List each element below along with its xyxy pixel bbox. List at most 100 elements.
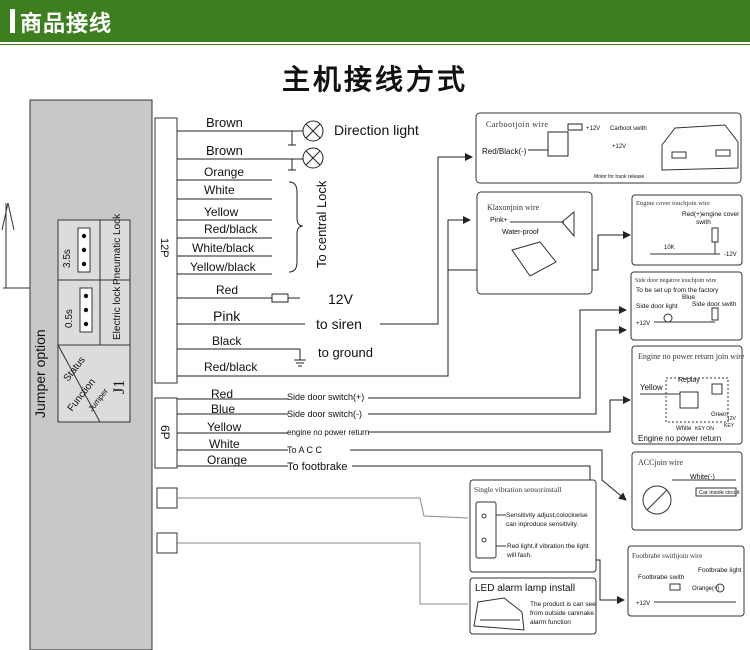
wire-6p-4: White: [209, 437, 240, 451]
jumper-option-label: Jumper option: [32, 329, 48, 418]
wire-6p-5: Orange: [207, 453, 247, 467]
vibration-sensor-box: Single vibration sensorinstall Sensitivi…: [469, 479, 597, 573]
acc-circuit: Car inside circuit: [699, 490, 740, 496]
wire-6p-1: Red: [211, 387, 233, 401]
target-6p-1: Side door switch(+): [287, 392, 364, 402]
carboot-motor: Motor for trunk release: [594, 174, 645, 180]
engine-no-power-key: KEY: [724, 423, 735, 429]
voltage-label: 12V: [328, 291, 354, 307]
fuse-icon: [271, 293, 289, 303]
footbrake-title: Footbrabe swithjoin wire: [632, 552, 702, 560]
engine-no-power-keyon: KEY ON: [695, 426, 714, 432]
engine-cover-resistor: 10K: [664, 245, 675, 251]
sensor-connector: [156, 487, 178, 509]
wire-12p-11: Black: [212, 334, 242, 348]
page-title: 主机接线方式: [281, 64, 468, 95]
engine-no-power-footer: Engine no power return: [638, 434, 721, 443]
vibration-note1a: Sensitivity adjust,colockwise: [506, 512, 588, 519]
side-door-line1: To be set up from the factory: [636, 287, 719, 294]
engine-no-power-white: White: [676, 426, 692, 432]
klaxon-water: Water-proof: [502, 229, 539, 236]
wire-12p-7: White/black: [192, 241, 255, 255]
engine-no-power-replay: Replay: [678, 377, 700, 384]
engine-cover-line2: swith: [696, 219, 711, 226]
ground-icon: [294, 349, 306, 367]
j1-label: J1: [111, 380, 128, 394]
led-note2: from outside canmake: [530, 610, 594, 617]
wire-12p-5: Yellow: [204, 205, 239, 219]
siren-icon: [510, 210, 575, 277]
side-door-right: Side door swith: [692, 301, 737, 308]
klaxon-pink: Pink+: [490, 217, 508, 224]
side-door-box: Side door negative touchjoin wire To be …: [630, 271, 743, 341]
footbrake-box: Footbrabe swithjoin wire Footbrabe swith…: [627, 545, 745, 617]
electric-time-label: 0.5s: [64, 309, 75, 328]
wire-6p-2: Blue: [211, 402, 235, 416]
wire-12p-3: Orange: [204, 165, 244, 179]
target-6p-2: Side door switch(-): [287, 409, 362, 419]
target-6p-3: engine no power return: [287, 428, 369, 437]
vibration-title: Single vibration sensorinstall: [474, 485, 562, 494]
vibration-note1b: can inproduce sensitivity.: [506, 521, 578, 528]
banner-title: 商品接线: [20, 11, 113, 36]
acc-box: ACCjoin wire White(-) Car inside circuit: [631, 451, 743, 531]
engine-cover-title: Engine cover touchjoin wire: [636, 200, 710, 207]
klaxon-box: Klaxonjoin wire Pink+ Water-proof: [476, 191, 593, 295]
led-title: LED alarm lamp install: [475, 583, 575, 594]
engine-cover-v: -12V: [724, 252, 737, 258]
led-lamp-box: LED alarm lamp install The product is ca…: [469, 577, 597, 635]
to-siren-label: to siren: [316, 316, 362, 332]
central-lock-brace: [288, 181, 304, 273]
vibration-note2b: will fash.: [506, 552, 532, 559]
side-door-v: +12V: [636, 321, 650, 327]
footbrake-right: Footbrabe light: [698, 567, 742, 574]
wire-12p-1: Brown: [206, 115, 243, 130]
carboot-box: Carbootjoin wire Red/Black(-) +12V Carbo…: [475, 112, 742, 184]
acc-white: White(-): [690, 474, 715, 481]
connector-6p-label: 6P: [158, 425, 172, 440]
carboot-v1: +12V: [586, 126, 600, 132]
to-central-lock-label: To central Lock: [314, 180, 329, 268]
klaxon-title: Klaxonjoin wire: [487, 203, 540, 212]
led-note3: alarm function: [530, 619, 571, 626]
connector-12p-label: 12P: [158, 238, 170, 258]
side-door-title: Side door negative touchjoin wire: [635, 278, 717, 284]
led-connector: [156, 532, 178, 554]
engine-no-power-v: 12V: [727, 416, 737, 422]
car-rear-icon: [661, 124, 739, 171]
header-banner: 商品接线: [0, 0, 750, 42]
direction-light-label: Direction light: [334, 122, 419, 138]
side-door-left: Side door light: [636, 303, 678, 310]
target-6p-4: To A C C: [287, 445, 323, 455]
led-note1: The product is can see: [530, 601, 596, 608]
side-door-blue: Blue: [682, 294, 695, 301]
footbrake-left: Footbrabe swith: [638, 574, 685, 581]
engine-cover-box: Engine cover touchjoin wire Red(+)engine…: [631, 194, 743, 266]
carboot-v2: +12V: [612, 144, 626, 150]
target-6p-5: To footbrake: [287, 461, 348, 473]
pneumatic-time-label: 3.5s: [62, 249, 73, 268]
banner-divider: [0, 44, 750, 45]
footbrake-orange: Orange(+): [692, 586, 720, 592]
wire-12p-8: Yellow/black: [190, 260, 257, 274]
carboot-switch: Carboot swith: [610, 126, 647, 132]
carboot-title: Carbootjoin wire: [486, 120, 548, 129]
wire-12p-2: Brown: [206, 143, 243, 158]
ignition-key-icon: [642, 479, 737, 515]
vibration-note2a: Red light,if vibration the light: [507, 543, 589, 550]
engine-no-power-green: Green: [711, 412, 728, 418]
carboot-wire: Red/Black(-): [482, 147, 527, 156]
pneumatic-lock-label: Pneumatic Lock: [112, 213, 123, 285]
acc-title: ACCjoin wire: [638, 458, 684, 467]
wire-6p-3: Yellow: [207, 420, 242, 434]
antenna-icon: [1, 202, 30, 289]
car-window-icon: [473, 597, 525, 631]
banner-accent-bar: [10, 9, 15, 33]
wire-12p-12: Red/black: [204, 360, 258, 374]
engine-cover-line1: Red(+)engine cover: [682, 211, 740, 218]
engine-no-power-title: Engine no power return join wire: [638, 352, 745, 361]
engine-no-power-yellow: Yellow: [640, 383, 663, 392]
wire-12p-6: Red/black: [204, 222, 258, 236]
electric-lock-label: Electric lock: [112, 286, 123, 340]
vibration-sensor-icon: [475, 501, 506, 559]
